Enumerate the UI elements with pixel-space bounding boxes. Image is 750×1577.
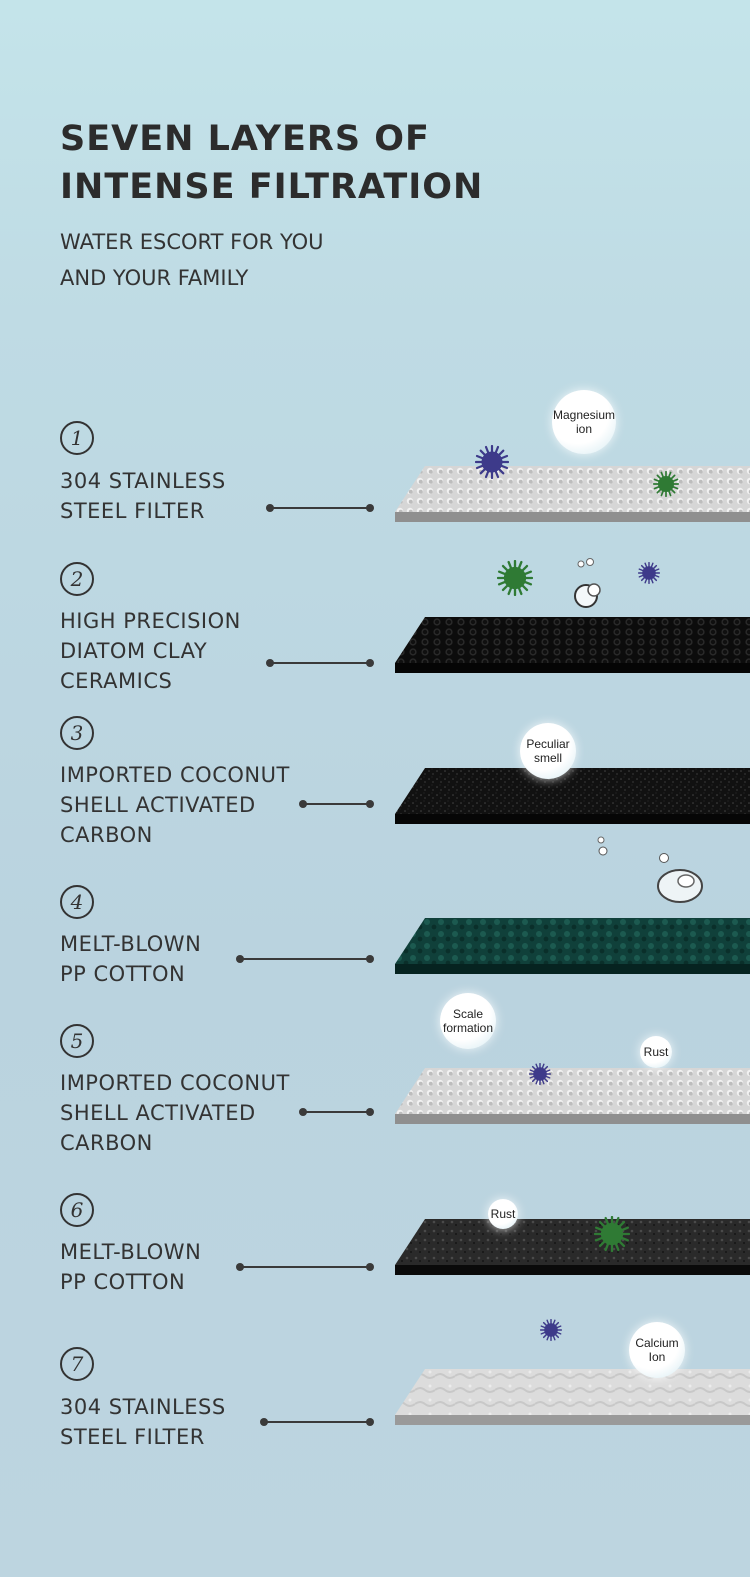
bubble-text: ion [575,422,592,436]
pp-cotton-filter-slab [395,918,750,974]
connector-line [266,504,374,512]
connector-line [260,1418,374,1426]
bubble-text: Magnesium [552,408,616,422]
connector-line [299,1108,374,1116]
virus-icon [638,562,660,584]
layer-label-line: IMPORTED COCONUT [60,1071,290,1095]
page-subtitle-line-2: AND YOUR FAMILY [60,266,249,290]
page-title-line-1: SEVEN LAYERS OF [60,119,430,159]
layer-label-line: CERAMICS [60,669,173,693]
layer-label: MELT-BLOWN PP COTTON [60,929,201,989]
layer-number-badge: 4 [60,885,94,919]
layer-number-badge: 3 [60,716,94,750]
virus-icon [475,445,509,479]
page-subtitle-line-1: WATER ESCORT FOR YOU [60,230,324,254]
layer-number-badge: 2 [60,562,94,596]
water-droplet-icon [597,836,608,856]
layer-label-line: 304 STAINLESS [60,469,226,493]
page-title: SEVEN LAYERS OF INTENSE FILTRATION [60,115,580,211]
layer-label-line: STEEL FILTER [60,499,205,523]
page-title-line-2: INTENSE FILTRATION [60,167,484,207]
layer-label: MELT-BLOWN PP COTTON [60,1237,201,1297]
bubble-text: Rust [643,1045,669,1059]
connector-line [299,800,374,808]
water-droplet-icon [574,558,601,608]
bubble-text: formation [442,1021,494,1035]
layer-label: IMPORTED COCONUT SHELL ACTIVATED CARBON [60,1068,290,1158]
activated-carbon-filter-slab [395,1068,750,1124]
bacteria-icon [594,1216,630,1252]
bubble-text: smell [533,751,562,765]
layer-label-line: HIGH PRECISION [60,609,241,633]
layer-number-badge: 7 [60,1347,94,1381]
layer-label-line: STEEL FILTER [60,1425,205,1449]
connector-line [236,955,374,963]
ceramic-filter-slab [395,617,750,673]
bacteria-icon [653,471,679,497]
bubble-text: Calcium [635,1336,679,1350]
layer-number-badge: 1 [60,421,94,455]
page-subtitle: WATER ESCORT FOR YOU AND YOUR FAMILY [60,224,324,296]
layer-label: IMPORTED COCONUT SHELL ACTIVATED CARBON [60,760,290,850]
layer-label-line: PP COTTON [60,962,186,986]
layer-label-line: IMPORTED COCONUT [60,763,290,787]
water-droplet-icon [657,853,703,903]
layer-number-badge: 5 [60,1024,94,1058]
bubble-text: Ion [648,1350,666,1364]
rust-bubble: Rust [640,1036,672,1068]
stainless-steel-filter-slab [395,1369,750,1425]
layer-label-line: DIATOM CLAY [60,639,208,663]
layer-label-line: MELT-BLOWN [60,932,202,956]
layer-label-line: CARBON [60,1131,153,1155]
layer-label-line: MELT-BLOWN [60,1240,202,1264]
steel-filter-slab [395,466,750,522]
rust-bubble: Rust [488,1199,518,1229]
bubble-text: Peculiar [526,737,570,751]
virus-icon [529,1063,551,1085]
layer-label-line: CARBON [60,823,153,847]
foam-filter-slab [395,1219,750,1275]
layer-label: HIGH PRECISION DIATOM CLAY CERAMICS [60,606,241,696]
carbon-filter-slab [395,768,750,824]
connector-line [236,1263,374,1271]
layer-label-line: PP COTTON [60,1270,186,1294]
layer-number-badge: 6 [60,1193,94,1227]
layer-label-line: SHELL ACTIVATED [60,793,256,817]
bubble-text: Scale [452,1007,484,1021]
layer-label-line: SHELL ACTIVATED [60,1101,256,1125]
layer-label-line: 304 STAINLESS [60,1395,226,1419]
connector-line [266,659,374,667]
layer-label: 304 STAINLESS STEEL FILTER [60,466,226,526]
layer-label: 304 STAINLESS STEEL FILTER [60,1392,226,1452]
bubble-text: Rust [490,1207,516,1221]
bacteria-icon [497,560,533,596]
virus-icon [540,1319,562,1341]
